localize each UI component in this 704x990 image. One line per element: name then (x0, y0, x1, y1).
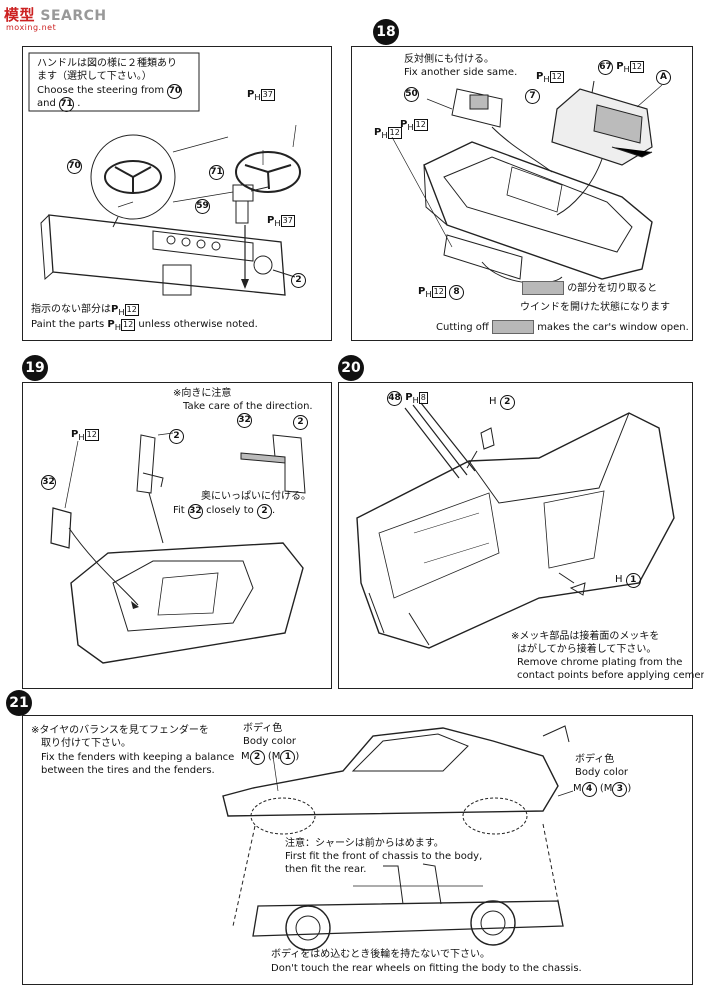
part-H1-label: H 1 (615, 573, 641, 588)
step-21-footer-jp: ボディをはめ込むとき後輪を持たないで下さい。 (271, 949, 490, 960)
step-19-illustration (50, 432, 306, 664)
part-32-label-19b: 32 (41, 475, 56, 490)
part-50-label: 50 (404, 87, 419, 102)
step-21-note-jp2: 取り付けて下さい。 (41, 738, 131, 749)
step-21-chassis-jp: 注意：シャーシは前からはめます。 (285, 838, 444, 849)
part-71-label: 71 (209, 165, 224, 180)
step-18-illustration (391, 80, 663, 284)
step-21-footer-en: Don't touch the rear wheels on fitting t… (271, 963, 582, 974)
body-color-rear-en: Body color (575, 767, 629, 778)
step-18-note-en: Fix another side same. (404, 67, 518, 78)
watermark-text: SEARCH (40, 8, 107, 24)
step-19-note-en: Take care of the direction. (183, 401, 313, 412)
part-71-badge: 71 (59, 97, 75, 112)
step-17-illustration (28, 52, 301, 296)
step-21-note-en2: between the tires and the fenders. (41, 765, 215, 776)
step-18-cut-jp2: ウインドを開けた状態になります (520, 302, 670, 313)
step-17-note-jp2: ます（選択して下さい。） (37, 71, 152, 82)
step-21-note-en1: Fix the fenders with keeping a balance (41, 752, 235, 763)
part-32-label-19a: 32 (237, 413, 252, 428)
body-color-front-en: Body color (243, 736, 297, 747)
step-19-fit-jp: 奥にいっぱいに付ける。 (201, 491, 311, 502)
part-7-label: 7 (525, 89, 540, 104)
part-2-label: 2 (291, 273, 306, 288)
step-17-note-en: Choose the steering from 70 (37, 84, 183, 99)
part-70-badge: 70 (167, 84, 183, 99)
part-70-label: 70 (67, 159, 82, 174)
step-20-illustration (356, 402, 675, 649)
part-A-label: A (656, 70, 671, 85)
step-17-note-jp: ハンドルは図の様に２種類あり (37, 58, 177, 69)
body-color-rear-jp: ボディ色 (575, 754, 615, 765)
step-21-note-jp1: ※タイヤのバランスを見てフェンダーを (31, 725, 209, 736)
step-18-number: 18 (373, 19, 399, 45)
step-20-note-en2: contact points before applying cement. (517, 670, 704, 681)
step-20-note-jp1: ※メッキ部品は接着面のメッキを (511, 631, 660, 642)
part-2-label-19b: 2 (293, 415, 308, 430)
step-17-and-text: and (37, 98, 56, 109)
watermark-cn: 模型 (4, 6, 36, 24)
part-59-label: 59 (195, 199, 210, 214)
body-color-front-jp: ボディ色 (243, 723, 283, 734)
watermark-sub: moxing.net (6, 23, 57, 32)
step-20-note-en1: Remove chrome plating from the (517, 657, 683, 668)
window-cut-swatch-2 (492, 320, 534, 334)
watermark-logo: 模型 SEARCH moxing.net (4, 4, 107, 32)
step-19-number: 19 (22, 355, 48, 381)
step-20-note-jp2: はがしてから接着して下さい。 (517, 644, 657, 655)
step-17-note-en-and: and 71 . (37, 97, 80, 112)
step-21-illustration (222, 725, 574, 951)
part-H2-label: H 2 (489, 395, 515, 410)
step-21-number: 21 (6, 690, 32, 716)
step-21-chassis-en1: First fit the front of chassis to the bo… (285, 851, 483, 862)
step-19-fit-en: Fit 32 closely to 2. (173, 504, 275, 519)
step-19-note-jp: ※向きに注意 (173, 388, 232, 399)
window-cut-swatch (522, 281, 564, 295)
part-2-label-19a: 2 (169, 429, 184, 444)
step-17-note-en-text: Choose the steering from (37, 85, 165, 96)
step-21-panel: ※タイヤのバランスを見てフェンダーを 取り付けて下さい。 Fix the fen… (22, 715, 693, 985)
step-18-cut-jp1: の部分を切り取ると (522, 281, 657, 295)
step-18-panel: 反対側にも付ける。 Fix another side same. 50 7 67… (351, 46, 693, 341)
step-17-panel: ハンドルは図の様に２種類あり ます（選択して下さい。） Choose the s… (22, 46, 332, 341)
step-18-cut-en: Cutting off makes the car's window open. (436, 320, 689, 334)
step-20-number: 20 (338, 355, 364, 381)
step-18-note-jp: 反対側にも付ける。 (404, 54, 494, 65)
step-21-chassis-en2: then fit the rear. (285, 864, 367, 875)
